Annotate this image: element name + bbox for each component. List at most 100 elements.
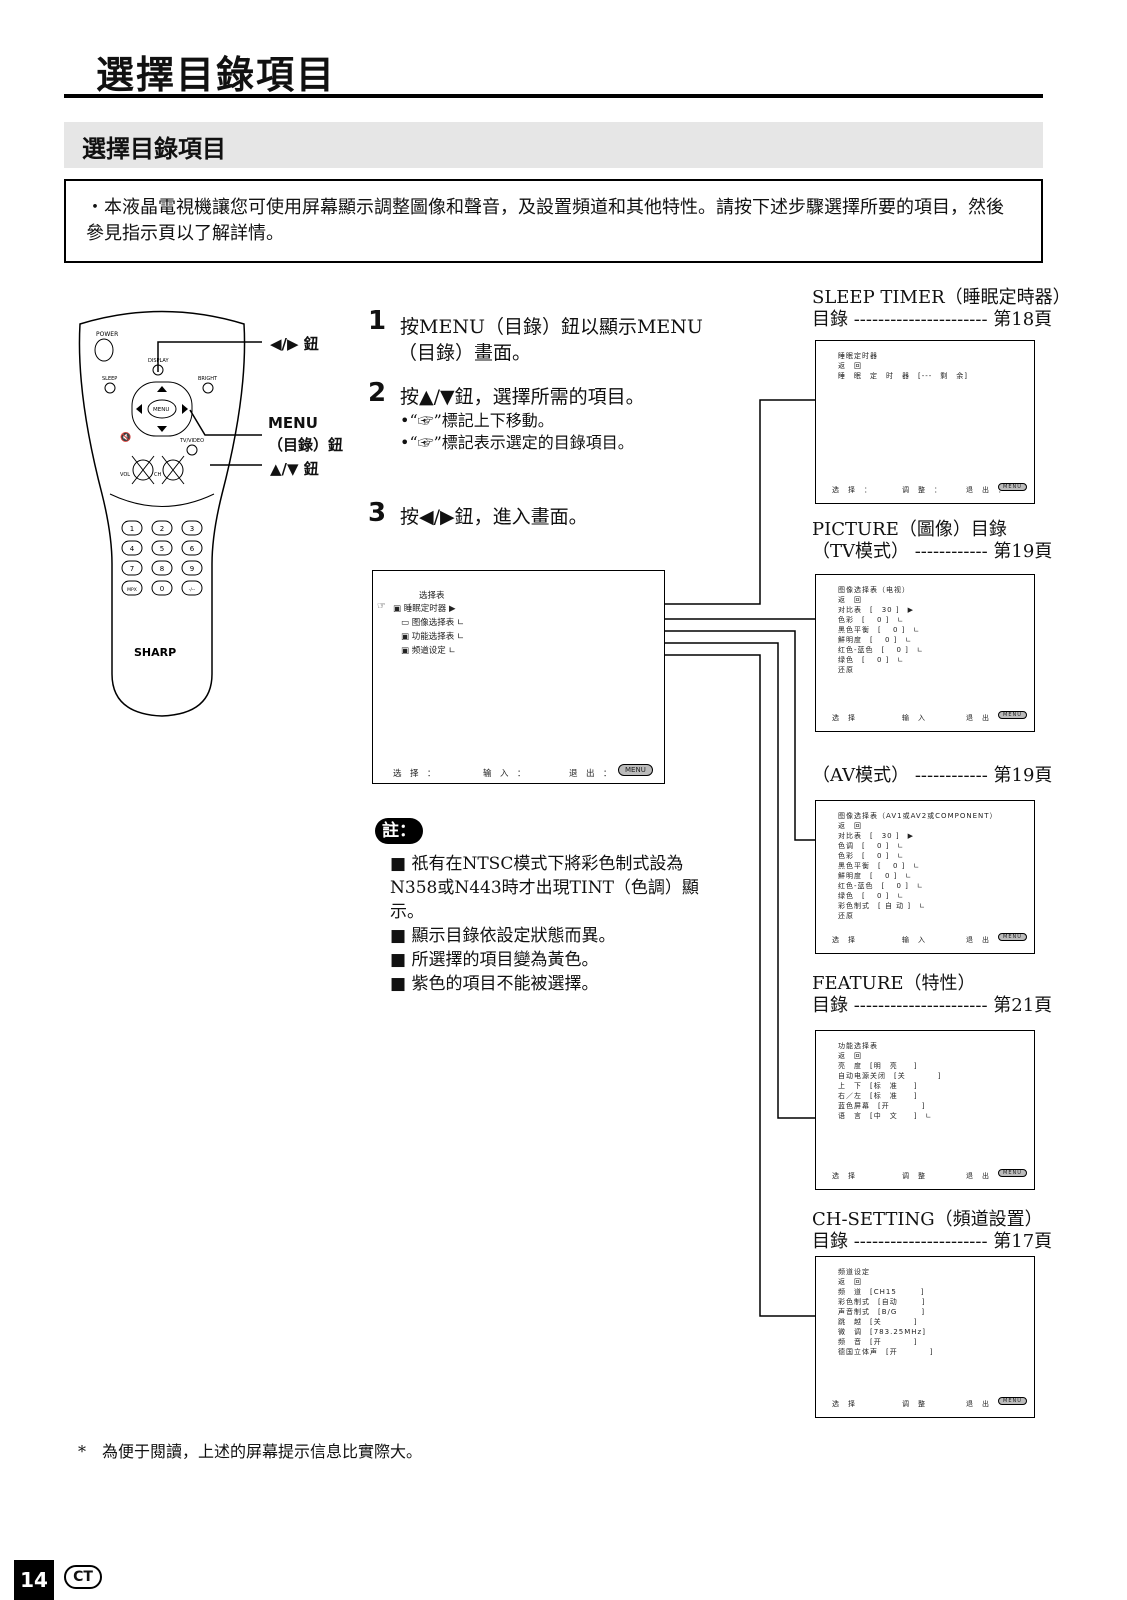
note-item-1: ■ 祇有在NTSC模式下將彩色制式設為N358或N443時才出現TINT（色調）… [390,854,699,922]
screen-row: 自动电源关闭 [关 ] [838,1072,942,1080]
step-2-number: 2 [368,378,387,408]
keypad-button[interactable] [151,520,173,536]
power-label: POWER [96,331,118,338]
bright-button[interactable] [202,382,214,394]
screen-row: 返 回 [838,362,862,370]
screen-footer-label: 调 整 ： [902,486,942,494]
item-label: 功能选择表 [411,632,455,642]
intro-text: ・本液晶電視機讓您可使用屏幕顯示調整圖像和聲音，及設置頻道和其他特性。請按下述步… [86,197,1004,244]
keypad-button[interactable] [181,560,203,576]
main-menu-footer-select: 选 择 ： [393,769,436,779]
tv-video-button[interactable] [186,444,198,456]
step-1-line2: （目錄）畫面。 [398,342,532,364]
screen-row: 返 回 [838,1052,862,1060]
step-2-line1: 按▲/▼鈕，選擇所需的項目。 [400,386,645,408]
note-text: 紫色的項目不能被選擇。 [411,974,599,994]
keypad-button[interactable] [181,580,203,596]
dpad-down-icon[interactable] [157,426,167,432]
feature-screen: 功能选择表返 回亮 度 [明 亮 ]自动电源关闭 [关 ]上 下 [标 准 ]右… [815,1030,1035,1190]
screen-footer-label: 选 择 ： [832,486,872,494]
sleep-label-1: SLEEP TIMER（睡眠定時器） [812,287,1071,308]
screen-footer-label: 选 择 [832,714,856,722]
screen-menu-badge: MENU [998,933,1027,941]
keypad-button[interactable] [181,520,203,536]
screen-row: 返 回 [838,596,862,604]
menu-button[interactable] [147,399,177,419]
keypad-button[interactable] [181,540,203,556]
note-item-4: ■ 紫色的項目不能被選擇。 [390,974,599,994]
screen-row: 频 道 [CH15 ] [838,1288,925,1296]
mute-icon[interactable]: 🔇 [120,431,131,443]
sleep-button[interactable] [104,382,116,394]
screen-footer-label: 选 择 [832,936,856,944]
screen-row: 绿色 [ 0 ] ∟ [838,656,905,664]
step-1-line1: 按MENU（目錄）鈕以顯示MENU [400,316,703,338]
keypad-button[interactable] [151,560,173,576]
note-badge: 註： [375,818,423,844]
step-3-line1: 按◀/▶鈕，進入畫面。 [400,506,588,528]
vol-ch-rockers[interactable] [131,455,185,485]
keypad-label: MPX [127,587,137,593]
title-rule [64,94,1043,98]
bright-label: BRIGHT [198,376,218,382]
screen-footer-label: 调 整 [902,1400,926,1408]
screen-row: 图像选择表（AV1或AV2或COMPONENT） [838,812,998,820]
screen-row: 声音制式 [B/G ] [838,1308,926,1316]
footnote: * 為便于閱讀，上述的屏幕提示信息比實際大。 [78,1442,423,1461]
channel-setting-screen: 频道设定返 回频 道 [CH15 ]彩色制式 [自动 ]声音制式 [B/G ]跳… [815,1256,1035,1418]
power-button[interactable] [94,338,114,362]
note-item-3: ■ 所選擇的項目變為黃色。 [390,950,599,970]
screen-row: 返 回 [838,822,862,830]
keypad-label: 9 [190,565,194,573]
lr-button-callout: ◀/▶ 鈕 [270,335,319,353]
screen-row: 还原 [838,666,854,674]
screen-row: 对比表 [ 30 ] ▶ [838,832,914,840]
screen-row: 上 下 [标 准 ] [838,1082,918,1090]
screen-row: 右／左 [标 准 ] [838,1092,918,1100]
step-3-number: 3 [368,498,387,528]
main-menu-item-channel[interactable]: ▣ 频道设定 ∟ [401,646,456,656]
menu-label: MENU [153,407,169,413]
main-menu-item-sleep[interactable]: ▣ 睡眠定时器 ▶ [393,604,456,614]
screen-row: 红色-蓝色 [ 0 ] ∟ [838,646,924,654]
sleep-label: SLEEP [102,376,117,382]
step-1-number: 1 [368,306,387,336]
screen-footer-label: 退 出 ： [966,486,1006,494]
dpad-right-icon[interactable] [182,404,188,414]
brand-logo: SHARP [134,646,176,659]
main-menu-footer-enter: 输 入 ： [483,769,526,779]
keypad-button[interactable] [151,540,173,556]
vol-label: VOL [120,472,130,478]
picture-tv-screen: 图像选择表（电视）返 回对比表 [ 30 ] ▶色彩 [ 0 ] ∟黑色平衡 [… [815,574,1035,732]
screen-footer-label: 退 出 [966,1400,990,1408]
step-2-bullet-1: •“☞”標記上下移動。 [400,411,554,430]
screen-footer-label: 输 入 [902,714,926,722]
dpad-up-icon[interactable] [157,386,167,392]
screen-footer-label: 选 择 [832,1400,856,1408]
screen-row: 色调 [ 0 ] ∟ [838,842,905,850]
main-menu-item-picture[interactable]: ▭ 图像选择表 ∟ [401,618,465,628]
keypad-button[interactable] [121,580,143,596]
keypad-button[interactable] [121,520,143,536]
main-menu-title: 选择表 [419,591,445,601]
ch-label-1: CH-SETTING（頻道設置） [812,1209,1043,1230]
item-label: 频道设定 [411,646,446,656]
remote-control-illustration: POWER DISPLAY SLEEP BRIGHT MENU 🔇 TV/VID… [78,310,246,717]
keypad-label: 8 [160,565,164,573]
picture-tv-label-1: PICTURE（圖像）目錄 [812,519,1007,540]
screen-row: 鮮明度 [ 0 ] ∟ [838,872,913,880]
tv-video-label: TV/VIDEO [179,438,204,444]
keypad-label: 5 [160,545,164,553]
screen-footer-label: 选 择 [832,1172,856,1180]
main-menu-item-feature[interactable]: ▣ 功能选择表 ∟ [401,632,465,642]
cursor-hand-icon: ☞ [377,601,386,612]
screen-row: 红色-蓝色 [ 0 ] ∟ [838,882,924,890]
dpad-left-icon[interactable] [136,404,142,414]
screen-row: 黑色平衡 [ 0 ] ∟ [838,626,921,634]
keypad-button[interactable] [151,580,173,596]
keypad-button[interactable] [121,540,143,556]
keypad-button[interactable] [121,560,143,576]
keypad-label: 3 [190,525,194,533]
feature-label-2: 目錄 ---------------------- 第21頁 [812,995,1053,1016]
